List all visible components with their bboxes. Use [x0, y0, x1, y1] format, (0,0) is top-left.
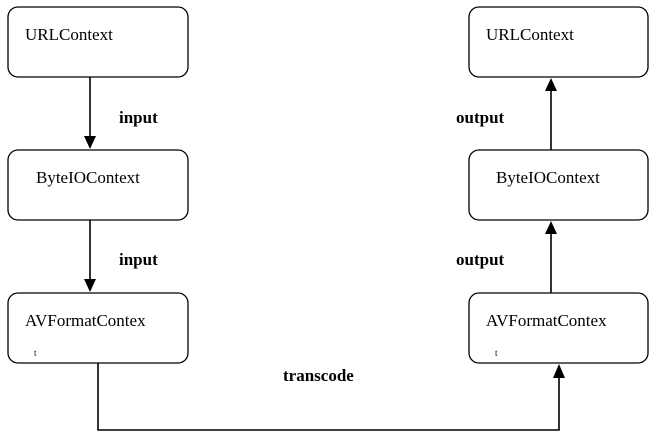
right-edge-top-label: output [456, 108, 505, 127]
left-byteio-context-box [7, 149, 189, 221]
left-avformat-context-label: AVFormatContex [25, 311, 146, 330]
transcode-edge: transcode [97, 363, 565, 431]
left-url-context-node: URLContext [7, 6, 189, 78]
right-byteio-context-box [468, 149, 649, 221]
right-url-context-node: URLContext [468, 6, 649, 78]
transcode-edge-line [97, 363, 560, 431]
right-edge-bottom-arrowhead [545, 221, 557, 234]
left-url-context-label: URLContext [25, 25, 113, 44]
right-edge-bottom: output [456, 221, 557, 293]
right-byteio-context-node: ByteIOContext [468, 149, 649, 221]
left-byteio-context-label: ByteIOContext [36, 168, 140, 187]
left-avformat-context-label-tail: t [34, 348, 37, 358]
transcode-edge-arrowhead [553, 364, 565, 378]
left-edge-top-arrowhead [84, 136, 96, 149]
right-byteio-context-label: ByteIOContext [496, 168, 600, 187]
right-url-context-label: URLContext [486, 25, 574, 44]
right-avformat-context-label-tail: t [495, 348, 498, 358]
right-url-context-box [468, 6, 649, 78]
left-edge-top: input [84, 77, 158, 149]
left-byteio-context-node: ByteIOContext [7, 149, 189, 221]
right-avformat-context-label: AVFormatContex [486, 311, 607, 330]
left-edge-bottom: input [84, 220, 158, 292]
right-edge-top-arrowhead [545, 78, 557, 91]
transcode-edge-label: transcode [283, 366, 354, 385]
left-avformat-context-node: AVFormatContex t [7, 292, 189, 364]
left-url-context-box [7, 6, 189, 78]
left-edge-bottom-arrowhead [84, 279, 96, 292]
right-avformat-context-box [468, 292, 649, 364]
left-edge-bottom-label: input [119, 250, 158, 269]
left-edge-top-label: input [119, 108, 158, 127]
right-edge-top: output [456, 78, 557, 150]
right-edge-bottom-label: output [456, 250, 505, 269]
right-avformat-context-node: AVFormatContex t [468, 292, 649, 364]
